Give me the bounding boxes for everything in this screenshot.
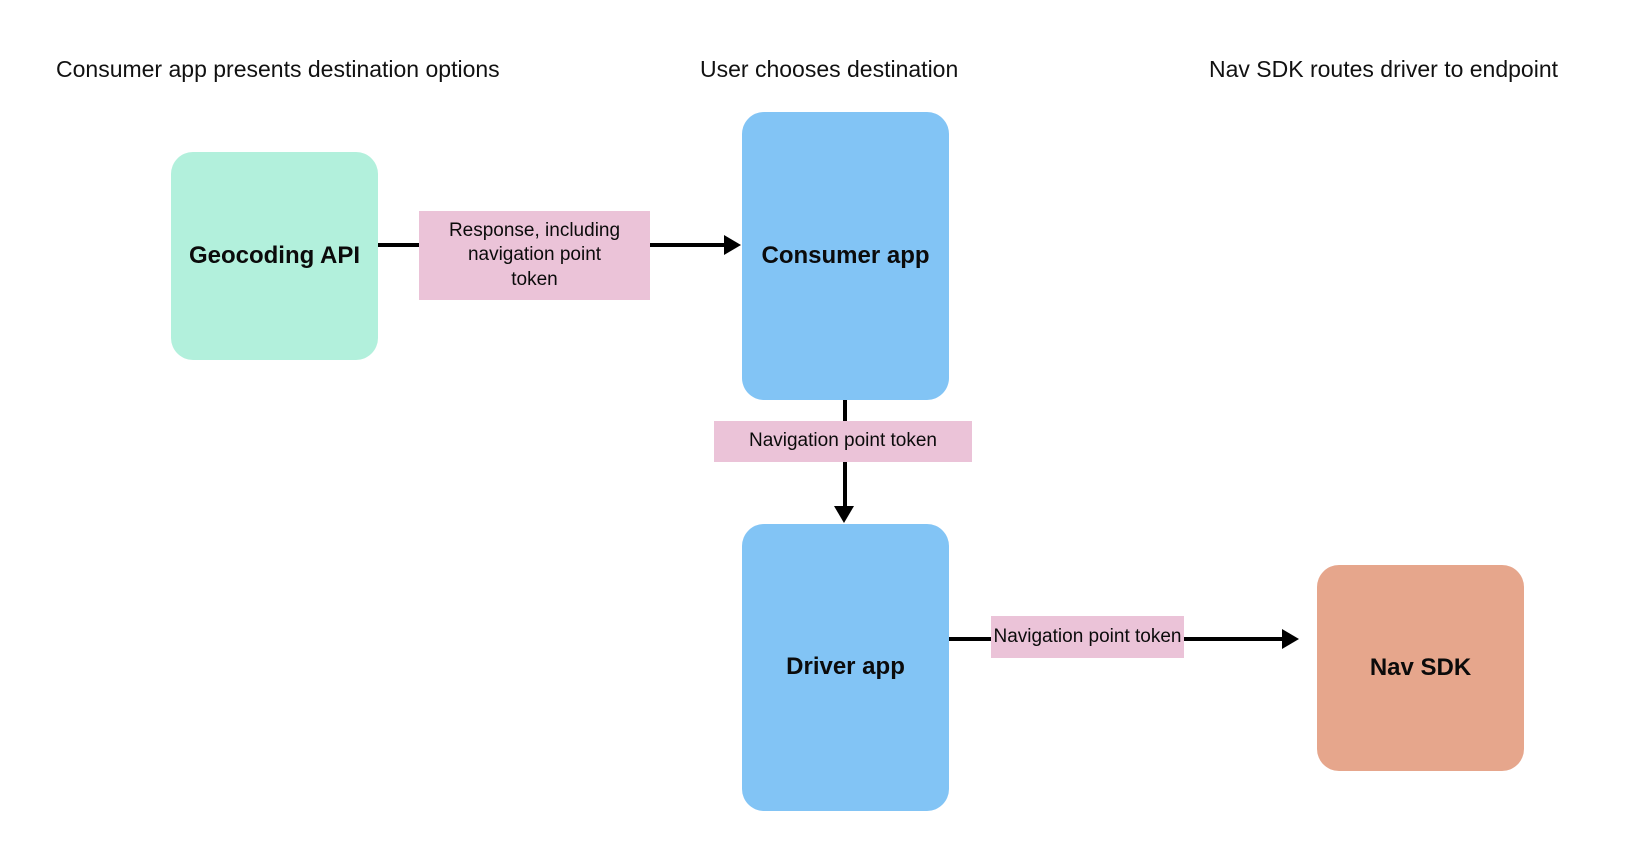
node-driver-app-label: Driver app — [786, 653, 905, 681]
arrowhead-down-icon — [834, 506, 854, 523]
edge-label-response-line-3: token — [511, 268, 558, 290]
edge-line-consumer-to-label — [843, 400, 847, 422]
node-nav-sdk[interactable]: Nav SDK — [1317, 565, 1524, 771]
edge-line-label-to-driver — [843, 462, 847, 508]
edge-line-label-to-nav-sdk — [1184, 637, 1282, 641]
arrowhead-right-icon — [724, 235, 741, 255]
node-geocoding-api-label: Geocoding API — [188, 241, 361, 269]
edge-label-response-navigation-point-token: Response, including navigation point tok… — [419, 211, 650, 300]
node-nav-sdk-label: Nav SDK — [1369, 653, 1472, 681]
node-driver-app[interactable]: Driver app — [742, 524, 949, 811]
node-consumer-app[interactable]: Consumer app — [742, 112, 949, 400]
edge-label-navigation-point-token-driver-navsdk: Navigation point token — [991, 616, 1184, 658]
edge-line-label-to-consumer — [650, 243, 724, 247]
node-consumer-app-label: Consumer app — [761, 241, 930, 269]
arrowhead-right-icon — [1282, 629, 1299, 649]
edge-label-navigation-point-token-consumer-driver: Navigation point token — [714, 421, 972, 462]
column-header-nav-sdk: Nav SDK routes driver to endpoint — [1209, 56, 1559, 82]
node-geocoding-api[interactable]: Geocoding API — [171, 152, 378, 360]
column-header-user-choice: User chooses destination — [700, 56, 959, 82]
edge-line-driver-to-label — [949, 637, 991, 641]
edge-line-geocoding-to-label — [378, 243, 420, 247]
column-header-consumer-app: Consumer app presents destination option… — [56, 56, 500, 82]
edge-label-response-line-2: navigation point — [467, 244, 602, 266]
edge-label-response-line-1: Response, including — [448, 220, 621, 242]
